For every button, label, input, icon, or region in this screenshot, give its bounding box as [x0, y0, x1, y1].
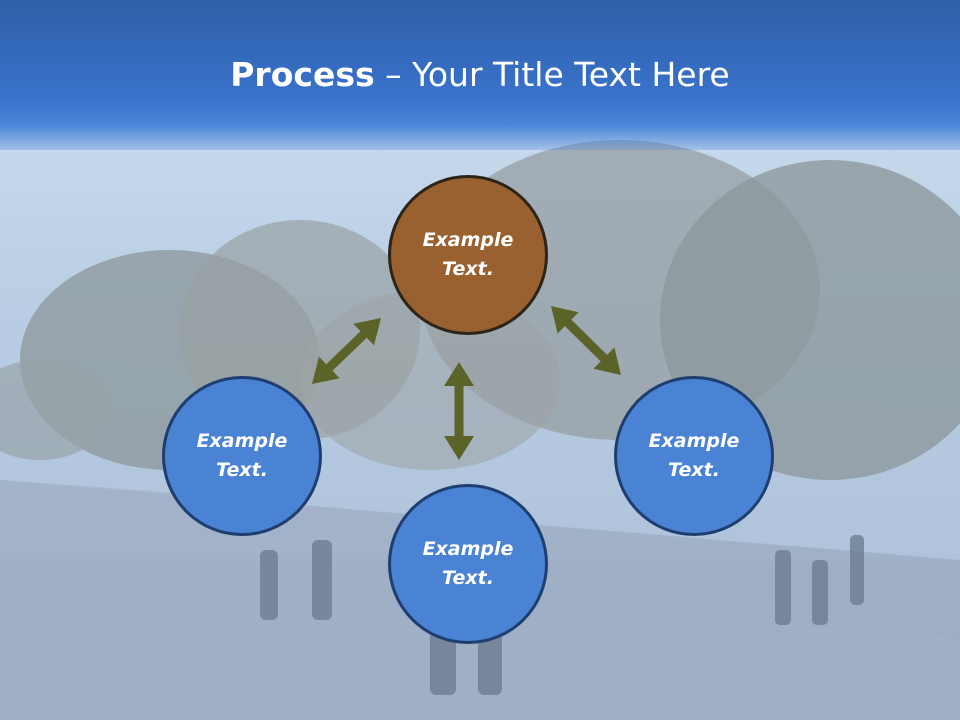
header-band — [0, 0, 960, 150]
slide-title: Process – Your Title Text Here — [0, 52, 960, 98]
node-label: Example Text. — [422, 229, 514, 280]
arrow-top-left — [312, 318, 381, 384]
title-rest: – Your Title Text Here — [374, 55, 730, 94]
node-label: Example Text. — [422, 538, 514, 589]
process-node-top: Example Text. — [388, 175, 548, 335]
process-node-right: Example Text. — [614, 376, 774, 536]
node-label: Example Text. — [196, 430, 288, 481]
title-bold: Process — [230, 55, 375, 94]
arrow-top-right — [551, 306, 621, 375]
process-node-bottom: Example Text. — [388, 484, 548, 644]
arrow-top-bottom — [444, 362, 474, 460]
node-label: Example Text. — [648, 430, 740, 481]
process-node-left: Example Text. — [162, 376, 322, 536]
